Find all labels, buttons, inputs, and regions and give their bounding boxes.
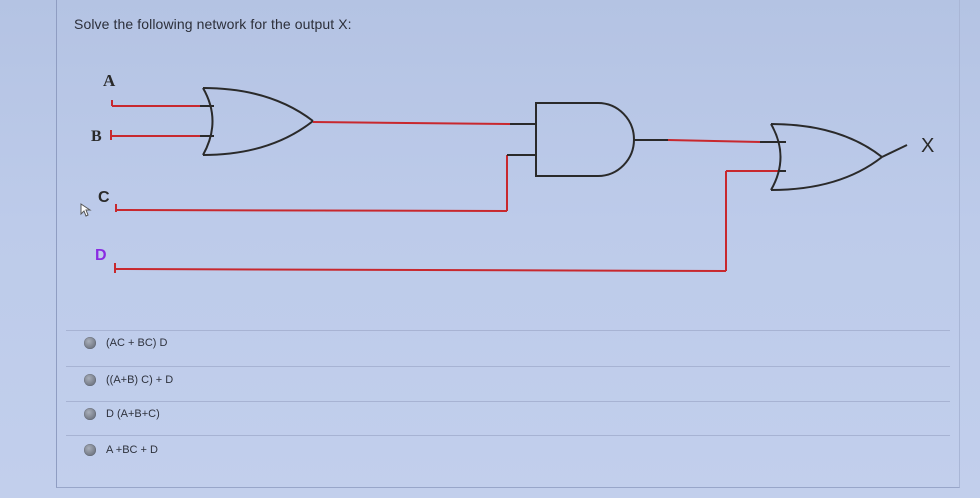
output-label-x: X	[921, 135, 934, 157]
answer-option-label: A +BC + D	[106, 444, 158, 456]
separator-top	[66, 330, 950, 331]
answer-option-label: D (A+B+C)	[106, 408, 160, 420]
answer-option-3[interactable]: D (A+B+C)	[84, 404, 160, 424]
separator	[66, 435, 950, 436]
and-gate	[535, 102, 635, 177]
answer-option-1[interactable]: (AC + BC) D	[84, 333, 167, 353]
radio-button[interactable]	[84, 374, 96, 386]
wire-a	[111, 100, 200, 107]
radio-button[interactable]	[84, 337, 96, 349]
answer-option-label: ((A+B) C) + D	[106, 374, 174, 386]
answer-option-label: (AC + BC) D	[106, 337, 168, 349]
separator	[66, 366, 950, 367]
mouse-cursor-icon	[80, 203, 92, 217]
input-label-a: A	[103, 71, 116, 90]
input-label-c: C	[98, 189, 110, 206]
wire-output	[881, 144, 908, 158]
wire-c	[115, 154, 536, 212]
or-gate-2	[770, 123, 883, 191]
question-text: Solve the following network for the outp…	[74, 16, 352, 32]
wire-and-to-or2	[634, 139, 786, 143]
or-gate-1	[200, 87, 314, 156]
separator	[66, 401, 950, 402]
answer-option-4[interactable]: A +BC + D	[84, 440, 158, 460]
logic-circuit-diagram: A B C D X	[91, 71, 934, 273]
question-panel	[56, 0, 960, 488]
wire-d	[114, 170, 786, 273]
radio-button[interactable]	[84, 408, 96, 420]
wire-or1-to-and	[312, 121, 536, 125]
wire-b	[110, 130, 200, 140]
radio-button[interactable]	[84, 444, 96, 456]
answer-option-2[interactable]: ((A+B) C) + D	[84, 370, 173, 390]
input-label-d: D	[95, 247, 107, 264]
input-label-b: B	[91, 128, 102, 145]
